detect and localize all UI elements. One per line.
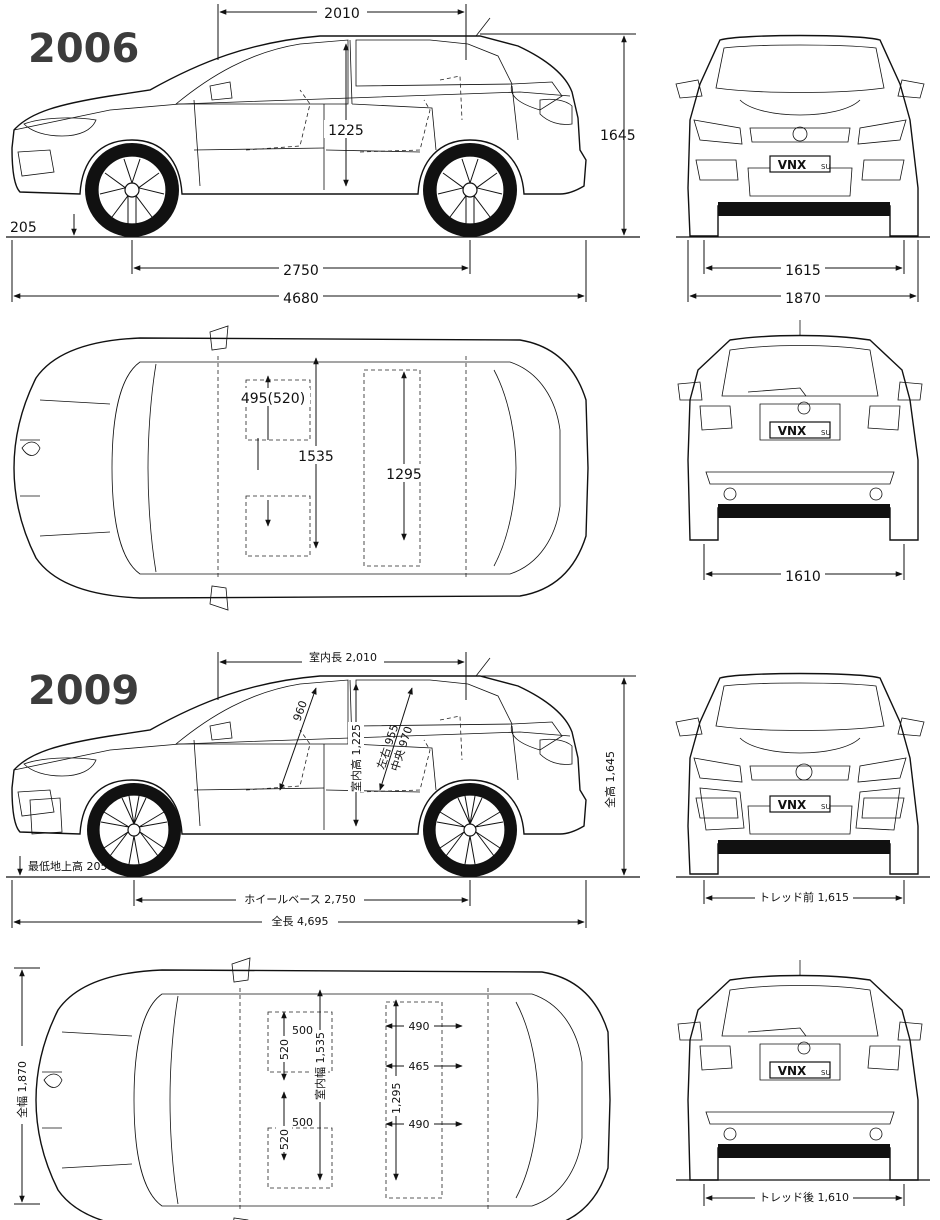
- plate-badge-rear: SU: [821, 429, 831, 437]
- interior-height-label: 室内高 1,225: [349, 724, 363, 792]
- overall-length-label: 4680: [283, 291, 319, 307]
- interior-width-label: 室内幅 1,535: [313, 1032, 327, 1100]
- rear-view-2009: VNX SU トレッド後 1,610: [676, 959, 930, 1206]
- top-view-2006: 495(520) 1535 1295: [13, 325, 589, 611]
- ground-clearance-label: 最低地上高 205: [28, 859, 108, 873]
- interior-height-label: 1225: [328, 123, 364, 139]
- rear-seat-width-2-label: 465: [409, 1060, 430, 1073]
- front-view-2006: VNX SU 1615 1870: [675, 34, 930, 307]
- overall-height-label: 1645: [600, 128, 636, 144]
- side-view-2009: 室内長 2,010 960 室内高 1,225 左右 955 中央 970 全高…: [6, 650, 640, 928]
- year-title-2006: 2006: [28, 26, 139, 72]
- section-2006: 2006 2010 1225 1645 205: [6, 3, 930, 611]
- legroom-960-label: 960: [291, 699, 310, 723]
- overall-length-label: 全長 4,695: [272, 914, 329, 928]
- rear-tread-label: トレッド後 1,610: [759, 1190, 849, 1204]
- overall-height-label: 全高 1,645: [603, 751, 617, 808]
- rear-interior-width-label: 1,295: [390, 1083, 403, 1115]
- license-plate-rear: VNX: [778, 424, 807, 438]
- rear-tread-label: 1610: [785, 569, 821, 585]
- rear-seat-width-1-label: 490: [409, 1020, 430, 1033]
- plate-badge: SU: [821, 163, 831, 171]
- license-plate: VNX: [778, 798, 807, 812]
- seat-width-1-label: 500: [292, 1024, 313, 1037]
- top-view-2009: 全幅 1,870 室内幅 1,535 520 520 500 500 490 4…: [14, 957, 611, 1220]
- seat-depth-1-label: 520: [278, 1039, 291, 1060]
- wheelbase-label: 2750: [283, 263, 319, 279]
- seat-width-2-label: 500: [292, 1116, 313, 1129]
- license-plate: VNX: [778, 158, 807, 172]
- seat-depth-2-label: 520: [278, 1129, 291, 1150]
- rear-view-2006: VNX SU 1610: [677, 319, 923, 585]
- interior-width-rear-label: 1295: [386, 467, 422, 483]
- plate-badge-rear: SU: [821, 1069, 831, 1077]
- overall-width-label: 1870: [785, 291, 821, 307]
- overall-width-label: 全幅 1,870: [15, 1061, 29, 1118]
- wheelbase-label: ホイールベース 2,750: [244, 893, 355, 906]
- section-2009: 2009 室内長 2,010 960: [6, 650, 930, 1220]
- license-plate-rear: VNX: [778, 1064, 807, 1078]
- year-title-2009: 2009: [28, 668, 139, 714]
- interior-length-label: 室内長 2,010: [309, 650, 377, 664]
- interior-length-label: 2010: [324, 6, 360, 22]
- plate-badge: SU: [821, 803, 831, 811]
- interior-width-front-label: 1535: [298, 449, 334, 465]
- side-view-2006: 2010 1225 1645 205 2750 4680: [6, 3, 640, 307]
- seat-width-label: 495(520): [241, 391, 305, 407]
- rear-seat-width-3-label: 490: [409, 1118, 430, 1131]
- front-tread-label: トレッド前 1,615: [759, 890, 849, 904]
- front-view-2009: VNX SU トレッド前 1,615: [675, 672, 930, 904]
- ground-clearance-label: 205: [10, 220, 37, 236]
- front-tread-label: 1615: [785, 263, 821, 279]
